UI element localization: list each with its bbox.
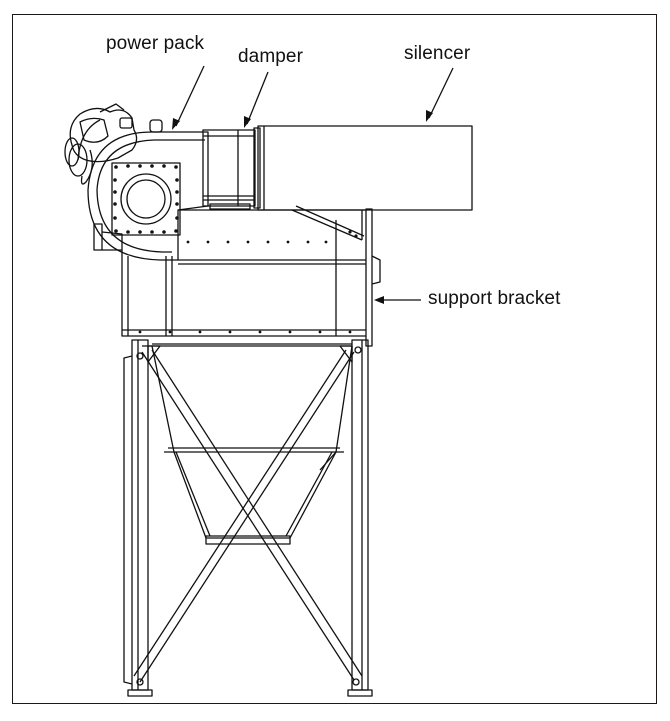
legs xyxy=(123,339,373,697)
damper-body xyxy=(202,129,256,210)
label-support-bracket: support bracket xyxy=(428,288,561,309)
leg-gussets xyxy=(147,345,353,363)
cabinet xyxy=(93,205,366,337)
cabinet-rivets xyxy=(138,230,358,334)
label-damper: damper xyxy=(238,46,304,67)
support-bracket xyxy=(365,208,381,347)
silencer-body xyxy=(253,125,473,211)
cross-braces xyxy=(133,346,363,686)
arrow-power-pack xyxy=(175,65,205,127)
label-power-pack: power pack xyxy=(106,33,205,54)
blower-housing xyxy=(77,119,209,261)
figure-frame xyxy=(12,14,657,704)
blower-flange xyxy=(111,162,181,236)
arrow-heads xyxy=(172,110,433,304)
flange-bolts xyxy=(113,164,179,234)
label-silencer: silencer xyxy=(404,43,471,64)
leader-lines xyxy=(175,65,454,301)
arrow-silencer xyxy=(428,67,454,119)
power-pack xyxy=(64,103,163,185)
hopper xyxy=(142,343,353,545)
arrow-damper xyxy=(246,71,269,125)
